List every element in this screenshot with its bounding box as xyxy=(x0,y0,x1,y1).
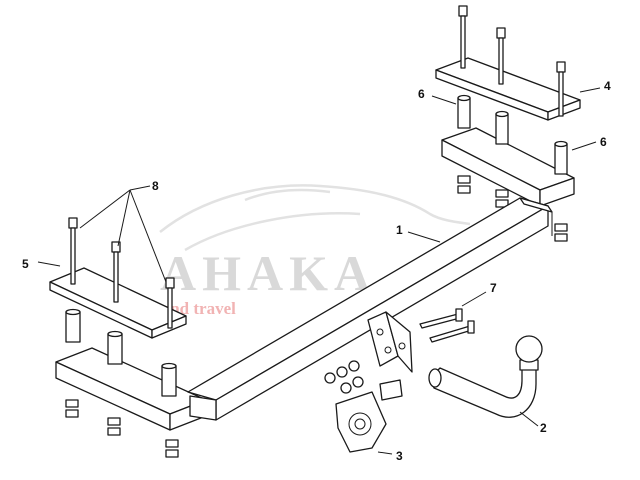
callout-6-right: 6 xyxy=(600,135,607,149)
left-bolts xyxy=(68,217,175,329)
towball xyxy=(515,335,543,363)
socket-plate xyxy=(335,379,403,453)
towball-neck xyxy=(428,335,543,418)
left-nuts xyxy=(65,399,179,458)
callout-1: 1 xyxy=(396,223,403,237)
right-nuts xyxy=(457,175,568,242)
callout-4: 4 xyxy=(604,79,611,93)
callout-2: 2 xyxy=(540,421,547,435)
callout-3: 3 xyxy=(396,449,403,463)
hitch-bolts xyxy=(419,308,475,343)
watermark-logo-text: AHAKA xyxy=(160,245,376,301)
leader-lines xyxy=(37,87,601,455)
callout-5: 5 xyxy=(22,257,29,271)
callout-6-upper: 6 xyxy=(418,87,425,101)
callout-8: 8 xyxy=(152,179,159,193)
callout-7: 7 xyxy=(490,281,497,295)
right-bolts xyxy=(458,5,566,117)
right-mounting-bracket xyxy=(435,57,581,207)
right-spacers xyxy=(457,94,568,175)
left-spacers xyxy=(65,308,177,397)
watermark: AHAKA k and travel xyxy=(148,184,471,318)
watermark-car-outline xyxy=(159,184,471,233)
main-crossbar xyxy=(187,197,553,421)
hitch-nuts xyxy=(324,360,364,394)
callout-numbers: 1 2 3 4 5 6 6 7 8 xyxy=(22,79,611,463)
ball-mount-bracket xyxy=(367,311,413,373)
